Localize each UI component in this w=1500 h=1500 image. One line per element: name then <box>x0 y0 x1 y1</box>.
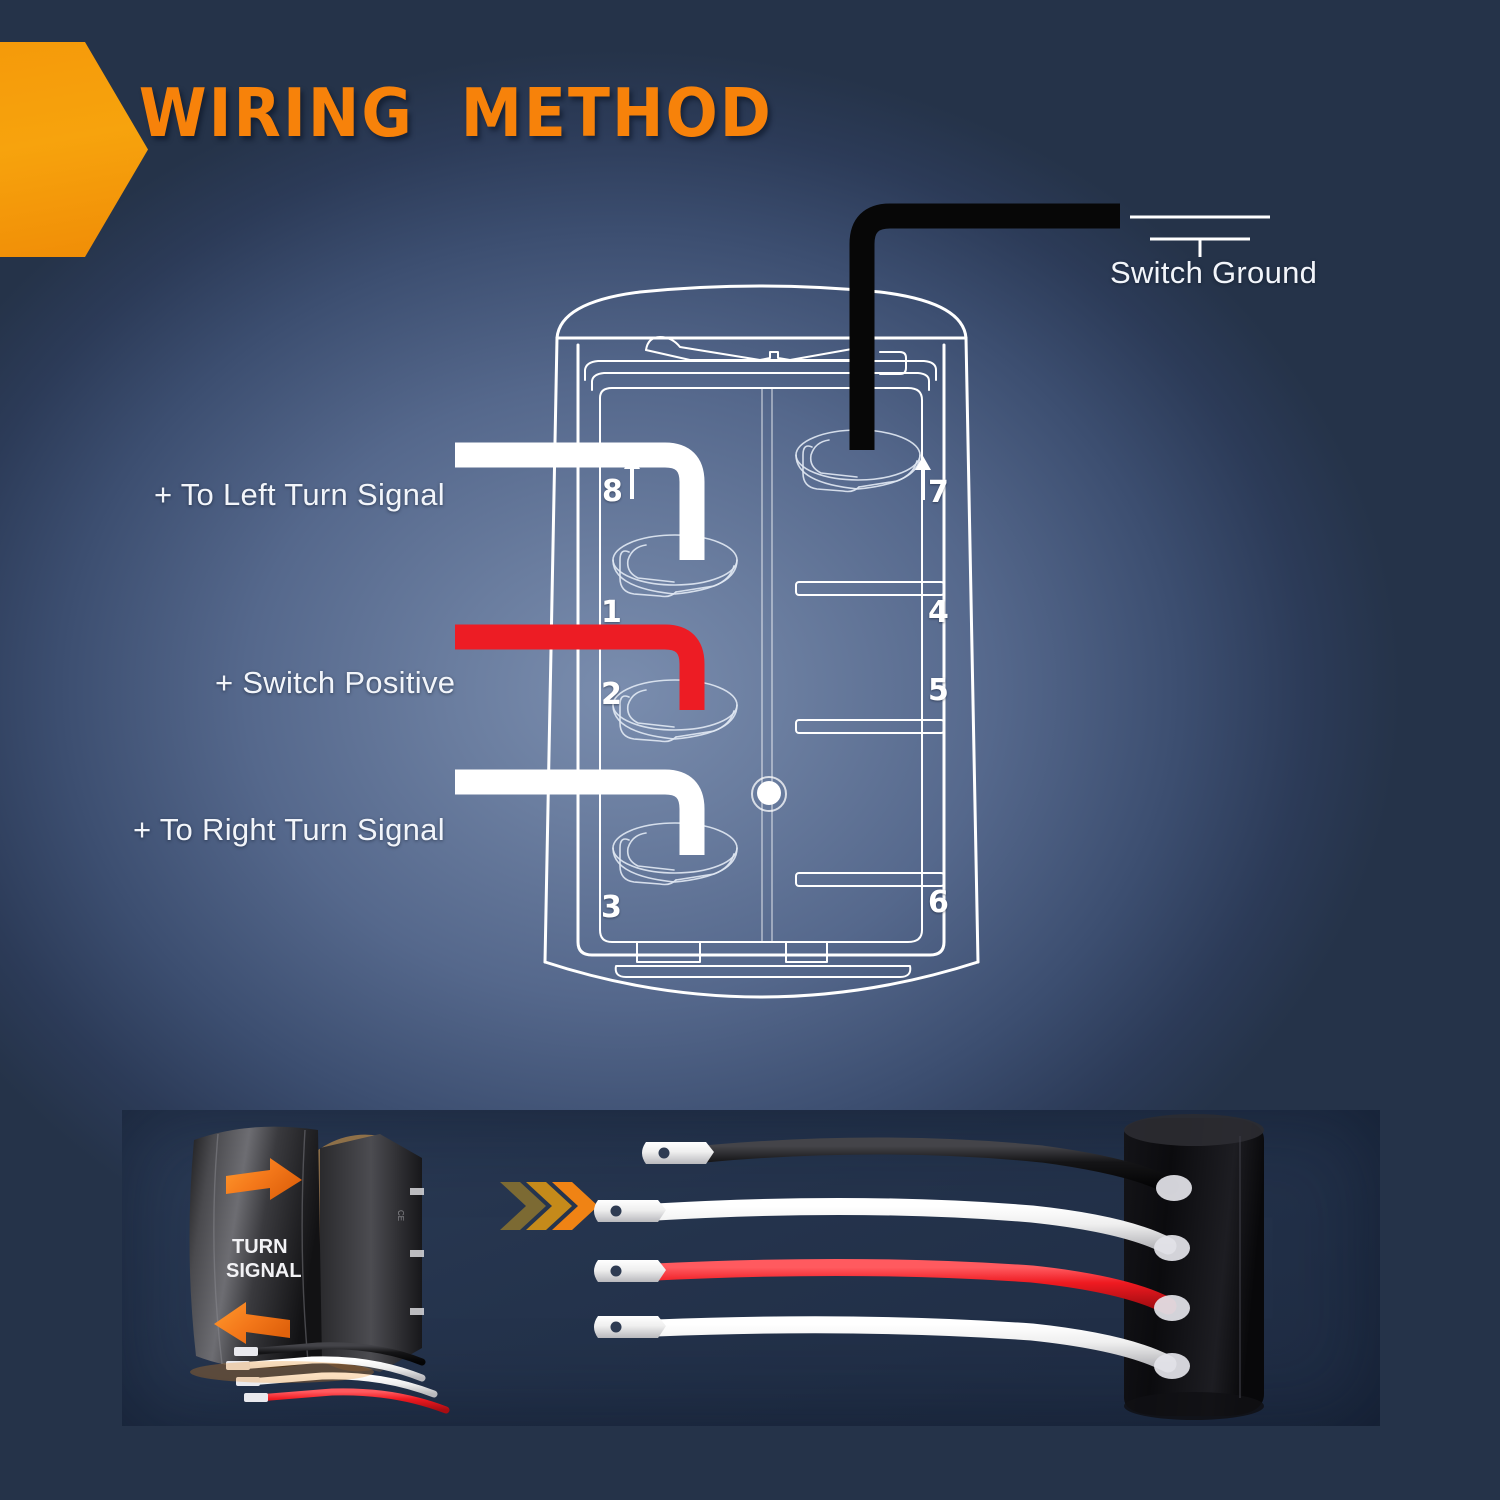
ground-symbol-icon <box>1130 215 1270 257</box>
lead-wire-white-bottom <box>647 1316 1177 1373</box>
switch-with-leads-photo <box>594 1114 1264 1420</box>
terminal-number-5: 5 <box>928 673 949 708</box>
wire-boot-sleeve <box>1154 1175 1192 1379</box>
product-photos: CE TURN SIGNAL <box>189 1114 1264 1420</box>
label-switch-ground: Switch Ground <box>1110 255 1318 290</box>
wiring-diagram: .ol{fill:none;stroke:#ffffff;stroke-widt… <box>455 203 1270 999</box>
terminal-lug-3 <box>612 822 738 886</box>
terminal-number-1: 1 <box>601 595 622 630</box>
terminal-number-3: 3 <box>601 890 622 925</box>
arrow-right-orange-icon <box>226 1158 302 1200</box>
switch-positive-wire <box>455 624 705 710</box>
terminal-lug-2 <box>612 679 738 743</box>
switch-ground-wire <box>849 203 1120 450</box>
terminal-number-4: 4 <box>928 595 949 630</box>
svg-text:CE: CE <box>396 1210 405 1221</box>
left-turn-wire <box>455 442 705 560</box>
lead-wire-red <box>647 1258 1177 1315</box>
terminal-number-6: 6 <box>928 885 949 920</box>
lead-wire-white-top <box>647 1197 1177 1255</box>
lead-wire-black <box>695 1137 1179 1195</box>
right-turn-wire <box>455 769 705 855</box>
terminal-lug-8 <box>612 534 738 598</box>
label-right-turn-signal: + To Right Turn Signal <box>133 812 445 847</box>
spade-connector-icon <box>594 1142 714 1338</box>
terminal-7-arrow-icon <box>915 456 931 500</box>
triple-chevron-right-icon <box>500 1182 598 1230</box>
label-left-turn-signal: + To Left Turn Signal <box>154 477 445 512</box>
switch-body-plate <box>576 336 946 978</box>
terminal-lug-7 <box>795 429 921 493</box>
arrow-left-orange-icon <box>214 1302 290 1344</box>
terminal-number-8: 8 <box>602 474 623 509</box>
switch-face-label-line2: SIGNAL <box>226 1260 302 1282</box>
terminal-number-2: 2 <box>601 677 622 712</box>
terminal-number-7: 7 <box>928 475 949 510</box>
blind-slot-5 <box>795 719 945 734</box>
product-photo-panel: CE TURN SIGNAL <box>122 1110 1380 1426</box>
blind-slot-4 <box>795 581 945 596</box>
blind-slot-6 <box>795 872 945 887</box>
rocker-lead-wires <box>226 1342 450 1414</box>
switch-side-marking: CE <box>396 1210 405 1221</box>
switch-outer-shell <box>543 284 980 999</box>
label-switch-positive: + Switch Positive <box>215 665 456 700</box>
switch-face-label-line1: TURN <box>232 1236 288 1258</box>
rocker-switch-photo: CE TURN SIGNAL <box>189 1126 450 1414</box>
page-title: WIRING METHOD <box>138 74 773 152</box>
